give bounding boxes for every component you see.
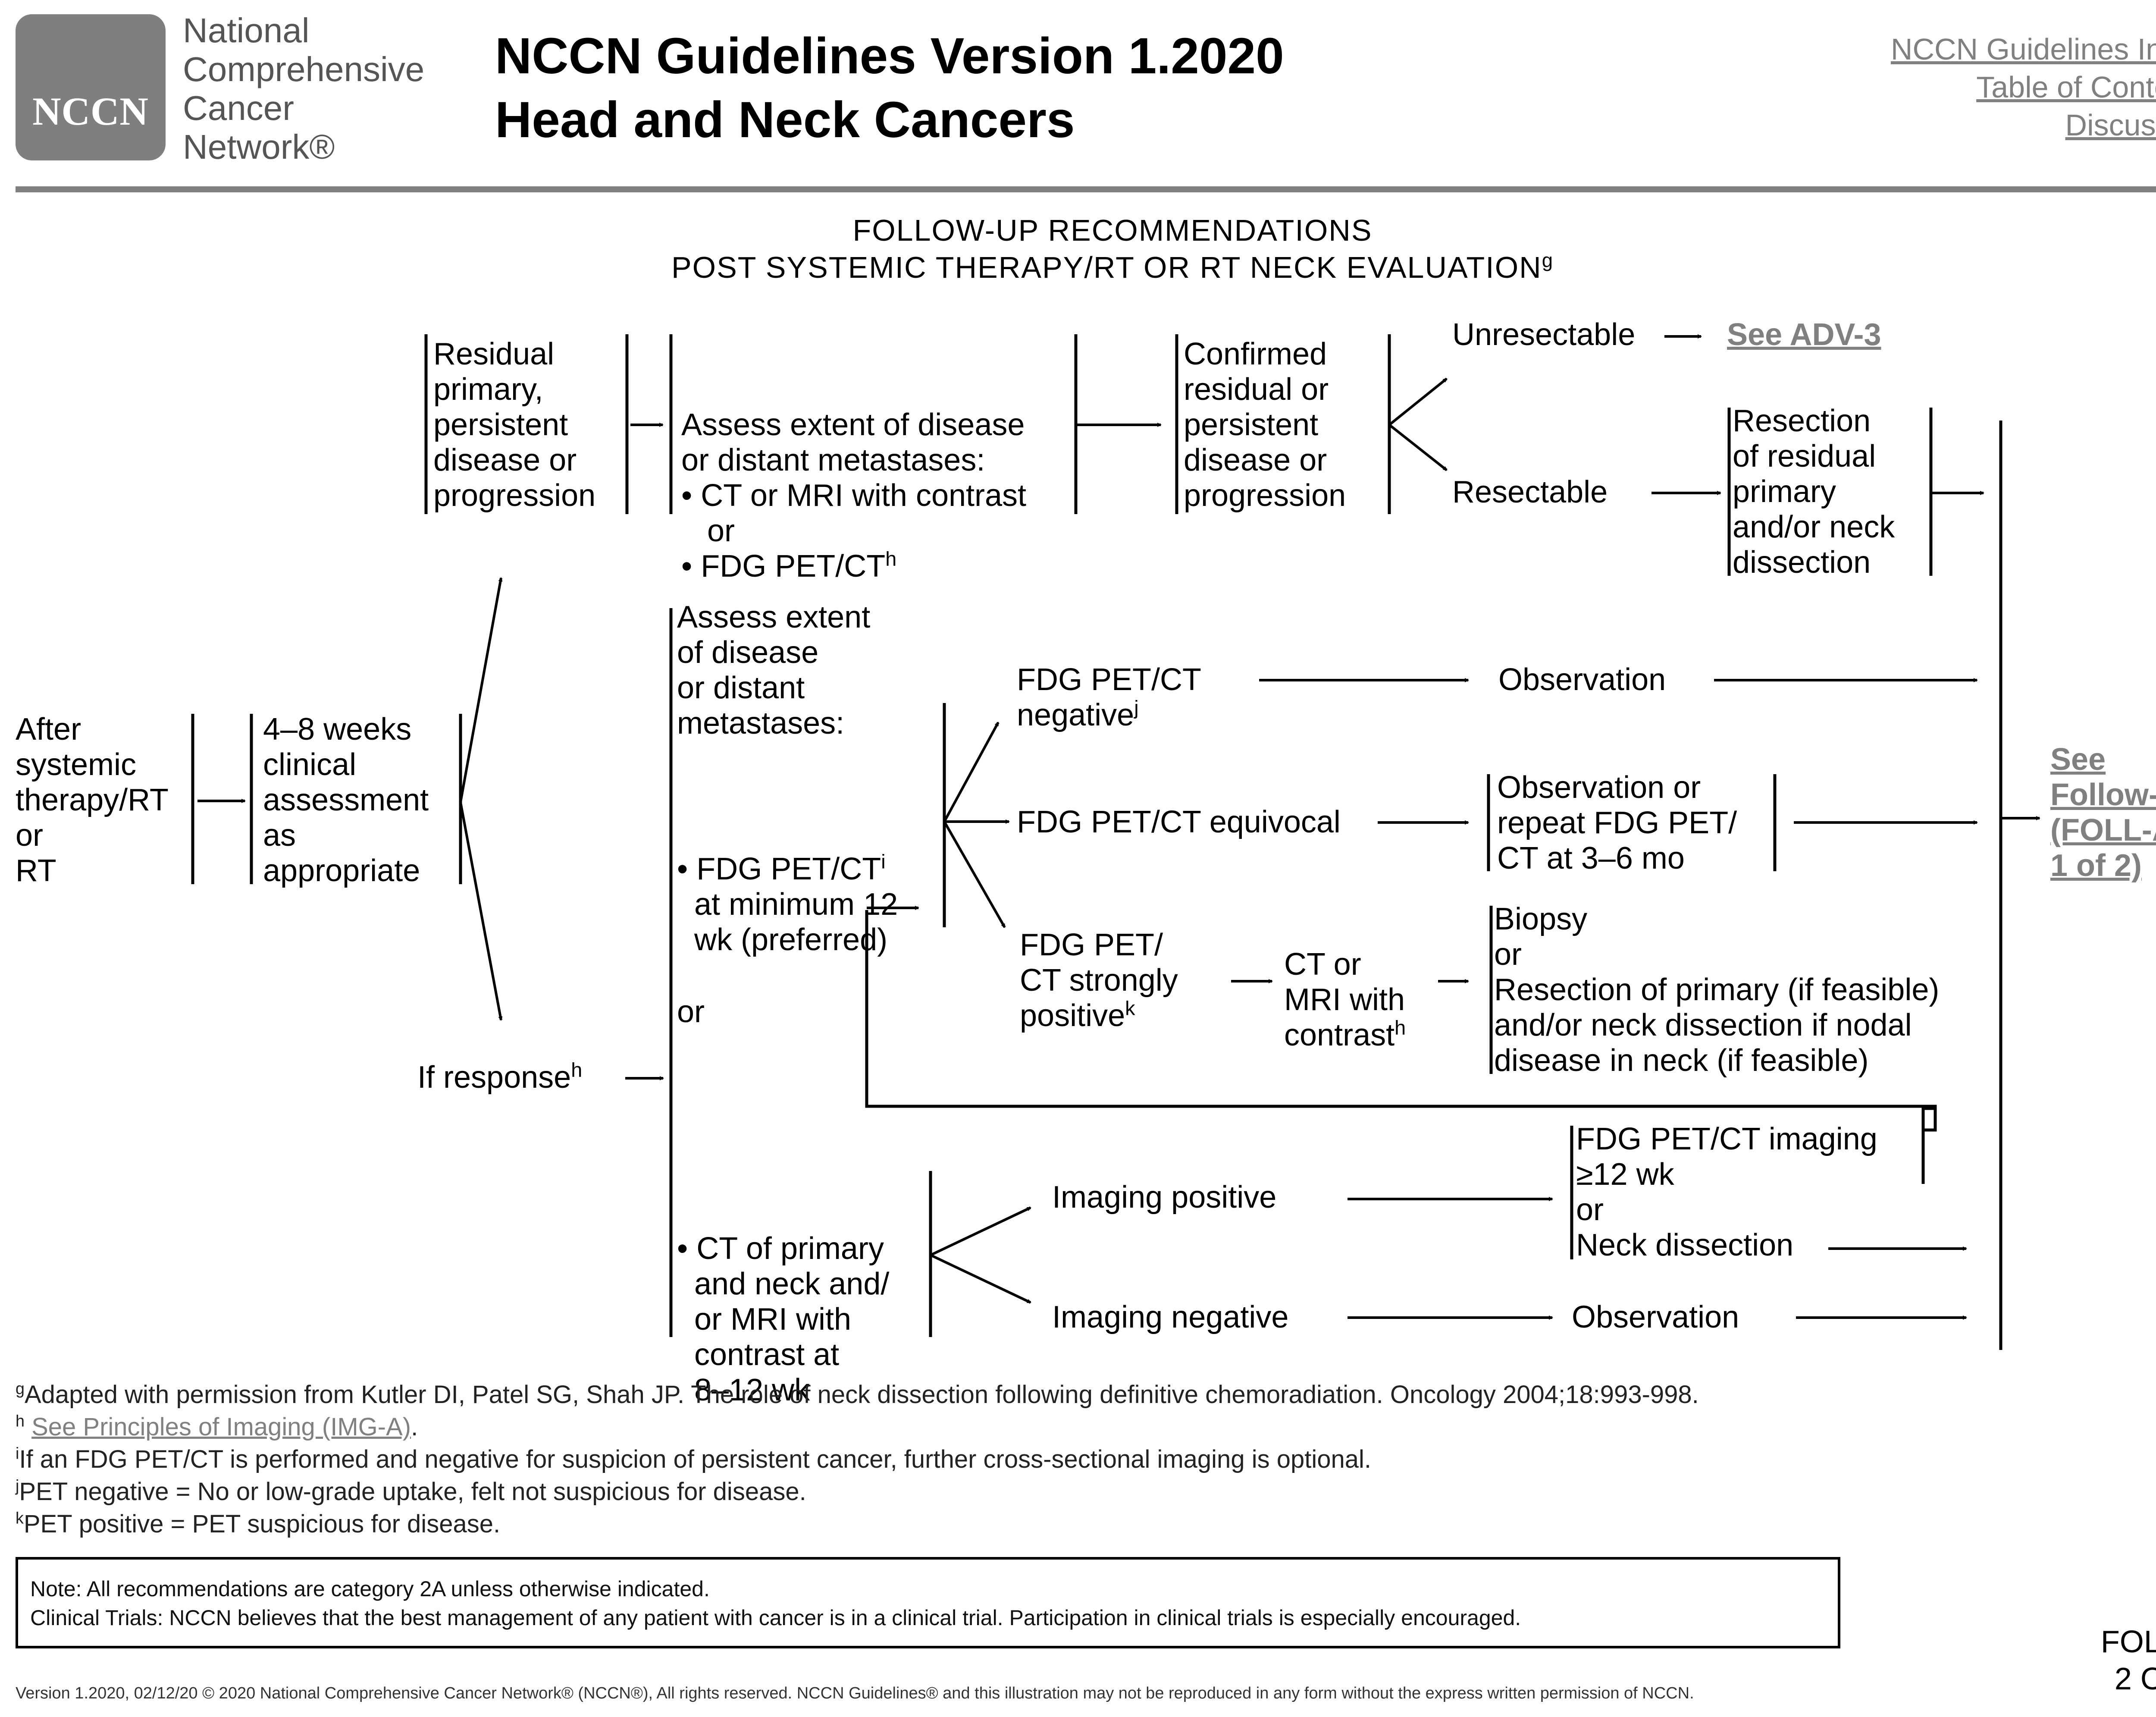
note-clinical-trials: Clinical Trials: NCCN believes that the … bbox=[30, 1606, 1521, 1630]
note-box bbox=[16, 1557, 1840, 1648]
page-title: NCCN Guidelines Version 1.2020 bbox=[495, 28, 1284, 85]
footnote-h: h See Principles of Imaging (IMG-A). bbox=[16, 1412, 418, 1441]
arrow-lines bbox=[197, 334, 2040, 1320]
imaging-negative-label: Imaging negative bbox=[1052, 1300, 1289, 1334]
or-label: or bbox=[677, 995, 705, 1029]
org-name-line-1: National bbox=[183, 11, 310, 50]
imaging-positive-label: Imaging positive bbox=[1052, 1180, 1277, 1215]
page-identifier: FOLL-A2 OF 2 bbox=[2100, 1625, 2156, 1696]
footnote-j: jPET negative = No or low-grade uptake, … bbox=[16, 1476, 806, 1506]
fdg-pet-ct-option: • FDG PET/CTi at minimum 12 wk (preferre… bbox=[677, 850, 898, 957]
diagram-title: FOLLOW-UP RECOMMENDATIONS bbox=[852, 213, 1373, 247]
org-name-line-2: Comprehensive bbox=[183, 50, 425, 88]
observation-label-1: Observation bbox=[1498, 662, 1666, 697]
nccn-logo bbox=[16, 14, 166, 160]
org-name-line-3: Cancer bbox=[183, 89, 294, 127]
footnote-g: gAdapted with permission from Kutler DI,… bbox=[16, 1379, 1699, 1409]
footnote-i: iIf an FDG PET/CT is performed and negat… bbox=[16, 1444, 1371, 1473]
logo-abbrev: NCCN bbox=[32, 89, 149, 133]
diagram-subtitle: POST SYSTEMIC THERAPY/RT OR RT NECK EVAL… bbox=[671, 249, 1554, 284]
footnote-k: kPET positive = PET suspicious for disea… bbox=[16, 1509, 501, 1538]
discussion-link[interactable]: Discussion bbox=[2065, 108, 2156, 142]
imaging-principles-link[interactable]: See Principles of Imaging (IMG-A) bbox=[31, 1413, 411, 1441]
observation-label-2: Observation bbox=[1572, 1300, 1739, 1334]
table-of-contents-link[interactable]: Table of Contents bbox=[1976, 70, 2156, 104]
org-name-line-4: Network® bbox=[183, 128, 335, 166]
page-subtitle: Head and Neck Cancers bbox=[495, 91, 1075, 148]
resectable-label: Resectable bbox=[1452, 475, 1608, 509]
unresectable-label: Unresectable bbox=[1452, 317, 1636, 352]
note-category: Note: All recommendations are category 2… bbox=[30, 1577, 710, 1601]
ct-primary-option: • CT of primary and neck and/ or MRI wit… bbox=[677, 1231, 890, 1407]
bracket-lines bbox=[191, 334, 2002, 1350]
see-adv-3-link[interactable]: See ADV-3 bbox=[1727, 317, 1881, 352]
guidelines-index-link[interactable]: NCCN Guidelines Index bbox=[1890, 32, 2156, 66]
version-copyright: Version 1.2020, 02/12/20 © 2020 National… bbox=[16, 1684, 1694, 1702]
if-response-label: If responseh bbox=[417, 1058, 583, 1095]
header-divider bbox=[16, 186, 2156, 192]
pet-equivocal-box: FDG PET/CT equivocal bbox=[1017, 805, 1341, 839]
